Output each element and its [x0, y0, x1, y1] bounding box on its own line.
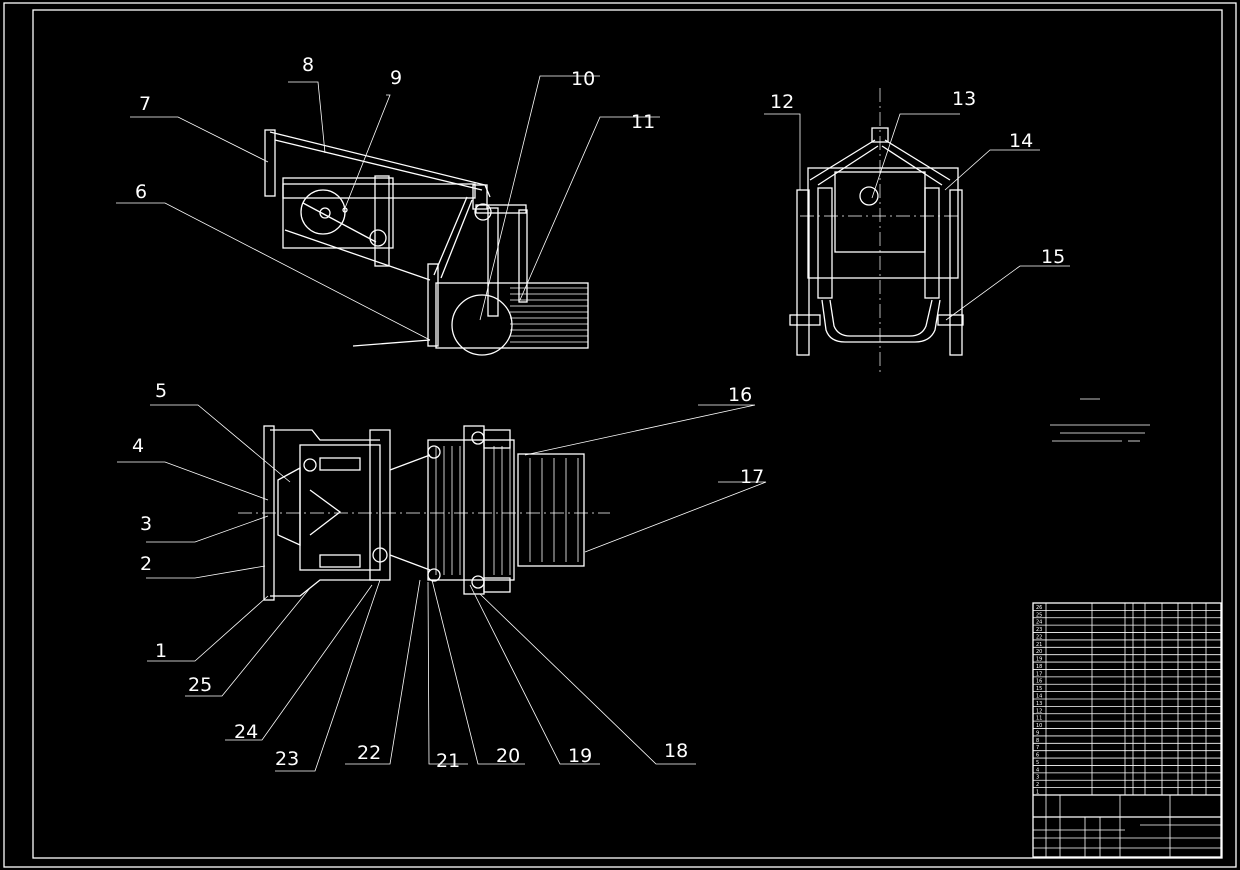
inner-border: [32, 9, 1223, 859]
balloon-5: 5: [155, 380, 167, 402]
balloon-11: 11: [631, 111, 655, 133]
balloon-9: 9: [390, 67, 402, 89]
parts-list-item-number: 3: [1036, 775, 1039, 781]
side-view: [264, 129, 589, 356]
parts-list-item-number: 21: [1036, 642, 1042, 648]
balloon-22: 22: [357, 742, 381, 764]
parts-list-item-number: 10: [1036, 723, 1042, 729]
top-view: [238, 425, 610, 601]
parts-list-item-number: 20: [1036, 649, 1042, 655]
end-view: [789, 88, 964, 376]
parts-list-item-number: 4: [1036, 767, 1039, 773]
parts-list-item-number: 12: [1036, 708, 1042, 714]
outer-border: [3, 2, 1237, 868]
balloon-3: 3: [140, 513, 152, 535]
parts-list-item-number: 9: [1036, 730, 1039, 736]
balloon-numbers: 1 2 3 4 5 6 7 8 9 10 11 12 13 14 15 16 1…: [132, 54, 1065, 772]
parts-list-item-number: 19: [1036, 657, 1042, 663]
balloon-17: 17: [740, 466, 764, 488]
parts-list-item-number: 14: [1036, 694, 1042, 700]
parts-list-item-number: 1: [1036, 790, 1039, 796]
parts-list-item-number: 6: [1036, 753, 1039, 759]
parts-list-item-number: 11: [1036, 716, 1042, 722]
balloon-4: 4: [132, 435, 144, 457]
parts-list-item-number: 13: [1036, 701, 1042, 707]
balloon-20: 20: [496, 745, 520, 767]
parts-list-item-number: 24: [1036, 620, 1042, 626]
parts-list-item-number: 16: [1036, 679, 1042, 685]
leader-lines: [116, 75, 1070, 772]
parts-list-item-number: 18: [1036, 664, 1042, 670]
balloon-10: 10: [571, 68, 595, 90]
balloon-25: 25: [188, 674, 212, 696]
balloon-23: 23: [275, 748, 299, 770]
parts-list-item-number: 26: [1036, 605, 1042, 611]
balloon-12: 12: [770, 91, 794, 113]
balloon-1: 1: [155, 640, 167, 662]
parts-list-item-number: 22: [1036, 634, 1042, 640]
balloon-14: 14: [1009, 130, 1033, 152]
balloon-24: 24: [234, 721, 258, 743]
parts-list-item-number: 23: [1036, 627, 1042, 633]
balloon-19: 19: [568, 745, 592, 767]
technical-notes: [1050, 398, 1150, 442]
parts-list-item-number: 2: [1036, 782, 1039, 788]
balloon-15: 15: [1041, 246, 1065, 268]
parts-list-item-number: 5: [1036, 760, 1039, 766]
parts-list-item-number: 17: [1036, 671, 1042, 677]
balloon-8: 8: [302, 54, 314, 76]
balloon-7: 7: [139, 93, 151, 115]
balloon-21: 21: [436, 750, 460, 772]
parts-list: 2625242322212019181716151413121110987654…: [1032, 602, 1222, 858]
parts-list-item-number: 8: [1036, 738, 1039, 744]
balloon-18: 18: [664, 740, 688, 762]
balloon-16: 16: [728, 384, 752, 406]
parts-list-item-number: 15: [1036, 686, 1042, 692]
balloon-6: 6: [135, 181, 147, 203]
parts-list-item-number: 25: [1036, 612, 1042, 618]
balloon-13: 13: [952, 88, 976, 110]
balloon-2: 2: [140, 553, 152, 575]
parts-list-item-number: 7: [1036, 745, 1039, 751]
